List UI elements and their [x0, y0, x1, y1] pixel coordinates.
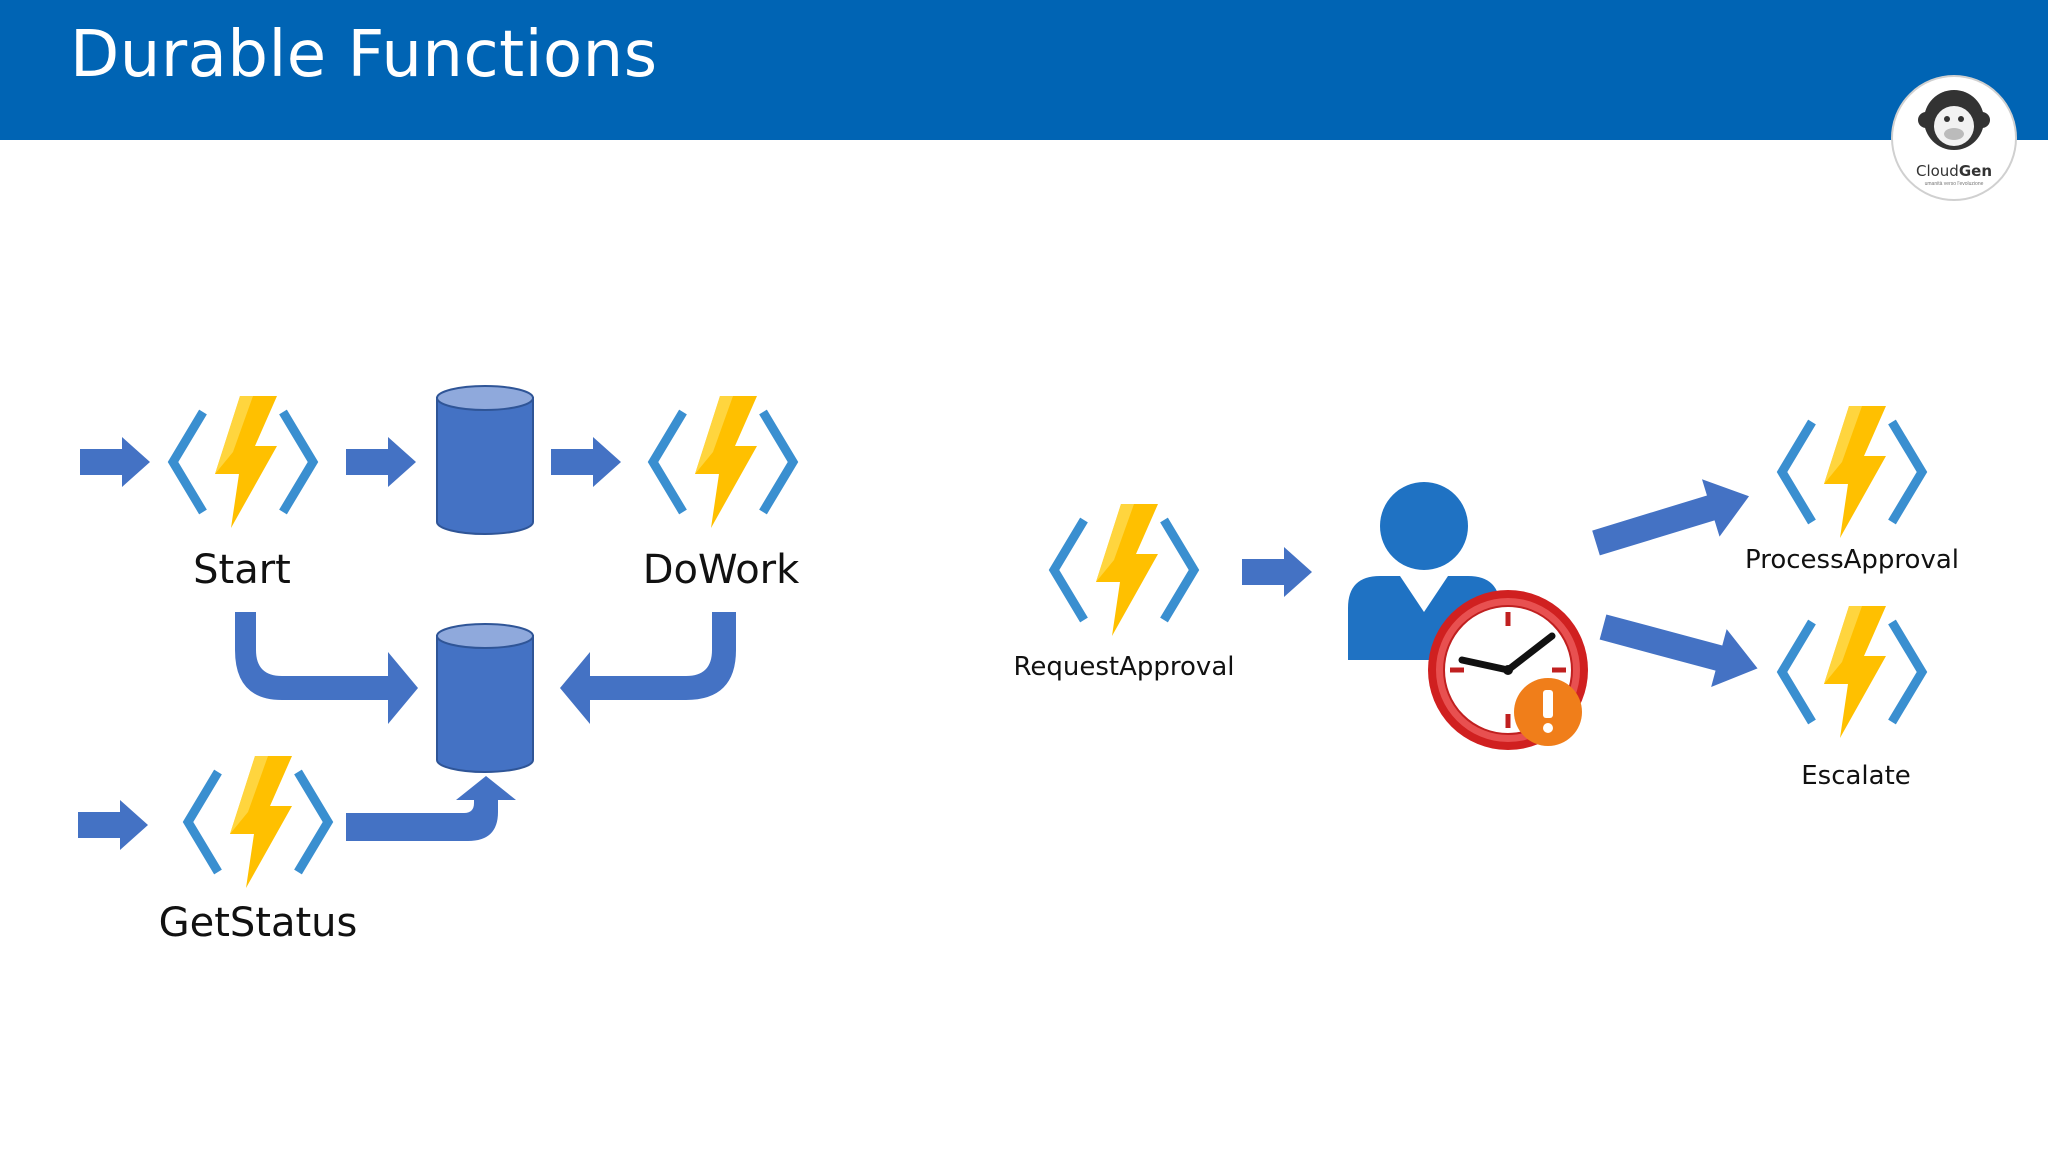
arrow-db-to-dowork — [551, 437, 621, 487]
arrow-to-escalate — [1599, 614, 1758, 688]
queue-database-icon — [436, 385, 534, 535]
escalate-function-icon — [1782, 606, 1922, 738]
label-dowork: DoWork — [643, 547, 800, 593]
arrow-dowork-curve — [560, 612, 736, 724]
label-requestapproval: RequestApproval — [1014, 652, 1235, 682]
label-getstatus: GetStatus — [159, 900, 358, 946]
state-database-icon — [436, 623, 534, 773]
arrow-request-to-human — [1242, 547, 1312, 597]
processapproval-function-icon — [1782, 406, 1922, 538]
arrow-into-start — [80, 437, 150, 487]
label-processapproval: ProcessApproval — [1745, 545, 1959, 575]
label-start: Start — [193, 547, 291, 593]
arrow-start-to-db — [346, 437, 416, 487]
left-diagram: Start DoWork GetStatus — [78, 385, 800, 946]
header-bar: Durable Functions — [0, 0, 2048, 140]
arrow-start-curve — [235, 612, 418, 724]
arrow-to-processapproval — [1592, 479, 1750, 556]
label-escalate: Escalate — [1801, 761, 1911, 791]
monkey-logo-icon — [1891, 75, 2017, 201]
requestapproval-function-icon — [1054, 504, 1194, 636]
warning-icon — [1514, 678, 1582, 746]
getstatus-function-icon — [188, 756, 328, 888]
arrow-into-getstatus — [78, 800, 148, 850]
arrow-getstatus-curve — [346, 797, 474, 813]
logo-name: CloudGen — [1915, 162, 1993, 180]
dowork-function-icon — [653, 396, 793, 528]
slide-title: Durable Functions — [70, 18, 658, 92]
arrow-getstatus-up — [346, 776, 516, 841]
right-diagram: RequestApproval — [1014, 406, 1959, 791]
cloudgen-logo: CloudGen umanità verso l'evoluzione — [1890, 74, 2018, 202]
start-function-icon — [173, 396, 313, 528]
logo-tagline: umanità verso l'evoluzione — [1924, 181, 1984, 187]
